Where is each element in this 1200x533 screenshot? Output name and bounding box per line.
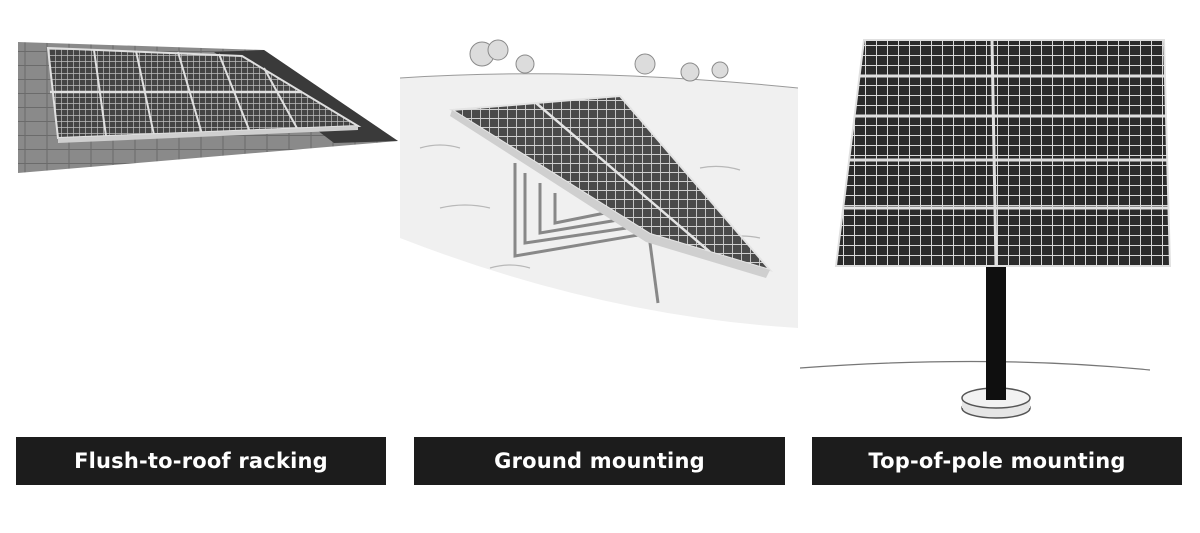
caption-top-of-pole-mounting: Top-of-pole mounting	[812, 437, 1182, 485]
caption-label: Top-of-pole mounting	[868, 449, 1126, 473]
caption-label: Flush-to-roof racking	[74, 449, 328, 473]
pole-mount-solar-illustration	[800, 39, 1172, 419]
background-trees	[469, 39, 729, 82]
ground-solar-array	[448, 94, 773, 278]
roof-solar-panel-illustration	[18, 42, 398, 173]
ground-mount-solar-illustration	[400, 39, 798, 328]
pole-solar-array	[834, 39, 1172, 267]
mounting-pole	[986, 260, 1006, 400]
ground-line	[800, 360, 1151, 371]
caption-label: Ground mounting	[494, 449, 705, 473]
caption-flush-to-roof-racking: Flush-to-roof racking	[16, 437, 386, 485]
roof-solar-array	[46, 46, 362, 143]
caption-ground-mounting: Ground mounting	[414, 437, 785, 485]
